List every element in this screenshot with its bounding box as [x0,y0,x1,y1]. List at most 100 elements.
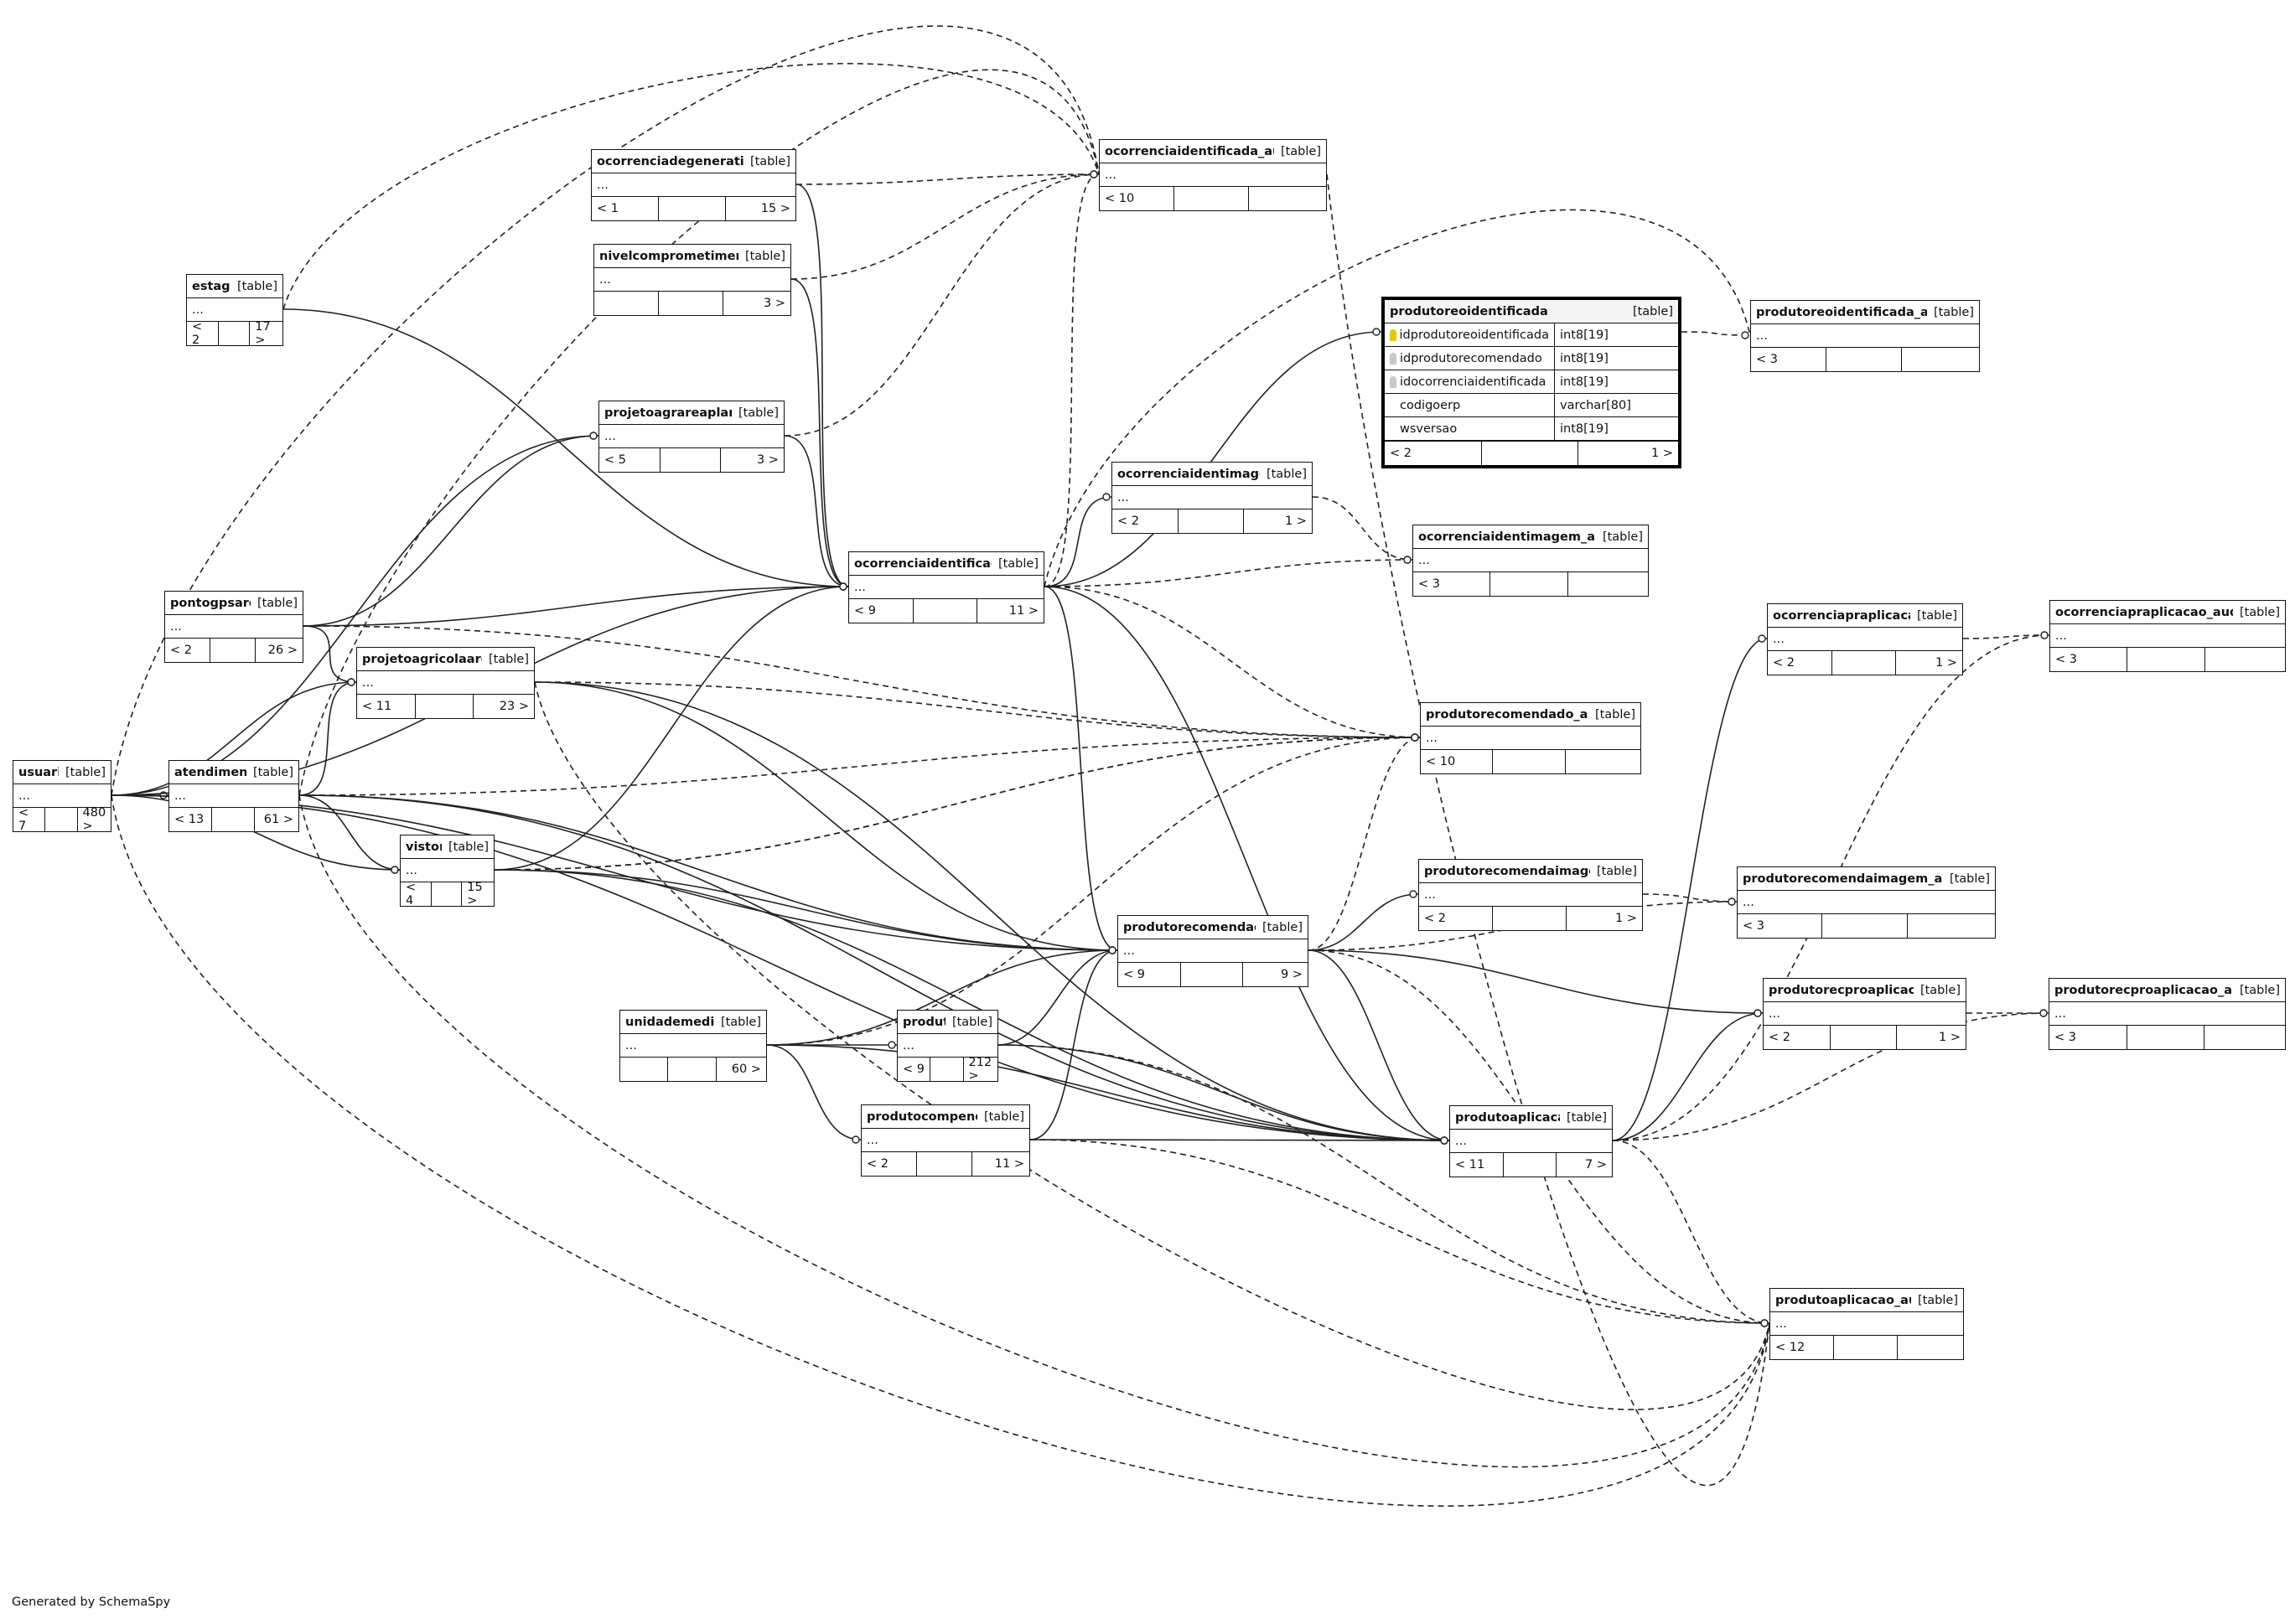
child-count[interactable]: 7 > [1585,1158,1607,1171]
parent-count[interactable]: < 9 [898,1058,931,1081]
child-count[interactable]: 9 > [1281,968,1303,981]
parent-count[interactable]: < 2 [1385,442,1482,465]
child-count[interactable] [1902,348,1980,371]
table-ocorrenciaidentificada_aud[interactable]: ocorrenciaidentificada_aud[table]...< 10 [1099,139,1327,211]
parent-count[interactable]: < 2 [1768,651,1832,675]
child-count[interactable] [2204,1026,2285,1049]
table-ellipsis: ... [1756,328,1768,343]
table-ocorrenciadegenerativa[interactable]: ocorrenciadegenerativa[table]...< 115 > [591,149,796,221]
child-count[interactable] [1908,914,1995,938]
table-header: vistoria[table] [401,835,494,859]
child-count[interactable]: 60 > [731,1063,761,1076]
parent-count[interactable]: < 9 [849,599,914,623]
table-pontogpsarea[interactable]: pontogpsarea[table]...< 226 > [164,591,303,663]
table-ocorrenciaidentimagem[interactable]: ocorrenciaidentimagem[table]...< 21 > [1111,462,1313,534]
table-produtorecproaplicacao_aud[interactable]: produtorecproaplicacao_aud[table]...< 3 [2049,978,2286,1050]
child-count[interactable]: 26 > [267,644,298,657]
parent-count[interactable]: < 2 [1764,1026,1831,1049]
child-count[interactable]: 15 > [760,202,790,215]
parent-count[interactable]: < 2 [187,320,219,347]
parent-count[interactable]: < 13 [169,808,212,831]
table-unidademedida[interactable]: unidademedida[table]...60 > [619,1010,767,1082]
child-count[interactable]: 1 > [1615,912,1637,925]
table-produtoaplicacao_aud[interactable]: produtoaplicacao_aud[table]...< 12 [1769,1288,1964,1360]
parent-count[interactable]: < 3 [2049,1026,2127,1049]
child-count[interactable]: 11 > [1008,604,1039,618]
table-estagio[interactable]: estagio[table]...< 217 > [186,274,283,347]
table-ocorrenciapraplicacao_aud[interactable]: ocorrenciapraplicacao_aud[table]...< 3 [2049,600,2286,672]
child-count[interactable]: 23 > [499,700,529,713]
parent-count[interactable]: < 1 [592,197,660,220]
child-count[interactable]: 11 > [994,1157,1024,1171]
parent-count[interactable]: < 5 [599,448,661,472]
column-type: int8[19] [1560,422,1609,436]
parent-count[interactable]: < 12 [1770,1336,1834,1359]
table-produtocompendio[interactable]: produtocompendio[table]...< 211 > [861,1104,1030,1177]
parent-count[interactable]: < 10 [1421,750,1494,773]
table-ellipsis: ... [2054,1006,2066,1021]
table-produtorecomendado_aud[interactable]: produtorecomendado_aud[table]...< 10 [1420,702,1641,774]
table-ocorrenciaidentificada[interactable]: ocorrenciaidentificada[table]...< 911 > [848,551,1044,623]
child-count[interactable]: 1 > [1935,656,1957,670]
table-nivelcomprometimento[interactable]: nivelcomprometimento[table]... 3 > [593,244,791,316]
fk-line-ocorrenciaidentificada-produtoreoidentificada [1044,331,1382,587]
table-ocorrenciaidentimagem_aud[interactable]: ocorrenciaidentimagem_aud[table]...< 3 [1412,525,1649,597]
table-produtorecomendaimagem[interactable]: produtorecomendaimagem[table]...< 21 > [1418,859,1643,931]
child-count[interactable] [1249,187,1326,210]
child-count[interactable]: 15 > [467,881,483,908]
table-produtorecomendaimagem_aud[interactable]: produtorecomendaimagem_aud[table]...< 3 [1737,866,1996,939]
parent-count[interactable]: < 7 [13,806,46,833]
child-count[interactable]: 1 > [1285,515,1307,528]
table-vistoria[interactable]: vistoria[table]...< 415 > [400,835,495,908]
table-produtoaplicacao[interactable]: produtoaplicacao[table]...< 117 > [1449,1105,1613,1177]
parent-count[interactable]: < 3 [2050,648,2128,671]
table-name: atendimento [174,765,246,779]
child-count[interactable]: 17 > [255,320,271,347]
child-count[interactable] [1566,750,1640,773]
footer-spacer [1831,1026,1898,1049]
parent-count[interactable] [594,292,660,315]
child-count[interactable]: 3 > [764,297,785,310]
table-produtoreoidentificada_aud[interactable]: produtoreoidentificada_aud[table]...< 3 [1750,300,1980,372]
parent-count[interactable]: < 4 [401,881,432,908]
child-count[interactable] [1898,1336,1963,1359]
parent-count[interactable]: < 3 [1751,348,1826,371]
parent-count[interactable]: < 10 [1100,187,1175,210]
parent-count[interactable] [620,1058,669,1081]
table-produtorecproaplicacao[interactable]: produtorecproaplicacao[table]...< 21 > [1763,978,1966,1050]
parent-count[interactable]: < 2 [165,639,211,662]
table-body: ... [2050,624,2285,648]
child-count[interactable]: 480 > [82,806,106,833]
table-header: nivelcomprometimento[table] [594,245,790,268]
table-produtoreoidentificada[interactable]: produtoreoidentificada[table]idprodutore… [1381,297,1681,468]
child-count[interactable] [2205,648,2285,671]
child-count[interactable]: 1 > [1651,447,1673,460]
child-count[interactable]: 1 > [1939,1031,1961,1044]
parent-count[interactable]: < 11 [357,695,416,718]
parent-count[interactable]: < 2 [1112,509,1179,533]
parent-count[interactable]: < 3 [1413,572,1491,596]
child-count[interactable]: 3 > [757,453,779,467]
child-count[interactable] [1568,572,1648,596]
child-count[interactable]: 212 > [968,1056,992,1083]
table-ellipsis: ... [599,272,611,287]
table-produtorecomendado[interactable]: produtorecomendado[table]...< 99 > [1117,915,1308,987]
table-header: ocorrenciapraplicacao[table] [1768,604,1962,628]
table-projetoagrareaplanta[interactable]: projetoagrareaplanta[table]...< 53 > [598,401,785,473]
child-count[interactable]: 61 > [263,813,293,826]
parent-count[interactable]: < 2 [1419,907,1493,930]
parent-count[interactable]: < 2 [862,1152,917,1176]
parent-count[interactable]: < 3 [1738,914,1823,938]
parent-count[interactable]: < 11 [1450,1153,1504,1177]
parent-count[interactable]: < 9 [1118,963,1181,986]
